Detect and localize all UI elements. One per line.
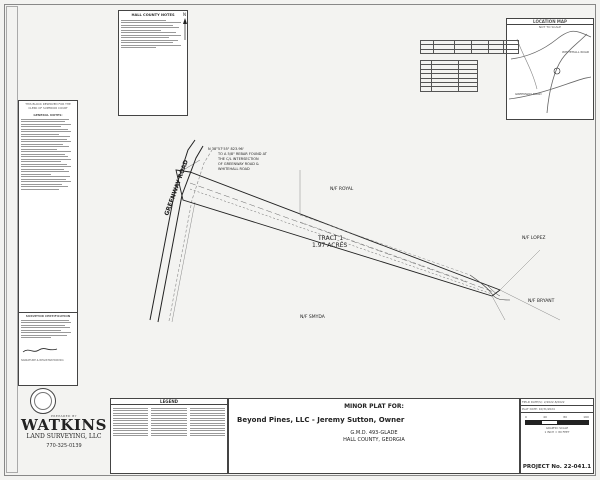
company-subtitle: LAND SURVEYING, LLC xyxy=(26,433,102,440)
company-name: WATKINS xyxy=(21,416,107,434)
graphic-scale-label: GRAPHIC SCALE xyxy=(545,426,569,430)
title-gmd: G.M.D. 493-GLADE xyxy=(350,430,398,436)
clerk-reserved-note: THIS BLOCK RESERVED FOR THE CLERK OF SUP… xyxy=(25,102,71,110)
title-block: MINOR PLAT FOR: Beyond Pines, LLC - Jere… xyxy=(228,398,520,474)
surveyor-cert-title: SURVEYOR CERTIFICATION xyxy=(25,314,71,318)
prepared-by-label: PREPARED BY xyxy=(51,414,77,418)
owner-royal: N/F ROYAL xyxy=(330,186,354,192)
bearing-note-5: WHITEHALL ROAD xyxy=(218,167,250,171)
hall-county-notes-title: HALL COUNTY NOTES xyxy=(131,13,175,17)
bearing-note-4: OF GREENWAY ROAD & xyxy=(218,162,259,166)
surveyor-seal xyxy=(30,388,56,414)
graphic-scale-bar xyxy=(525,420,589,425)
title-header: MINOR PLAT FOR: xyxy=(344,403,404,410)
surveyor-signature xyxy=(22,347,58,352)
surveyor-signature-label: SIGNATURE & REGISTRATION NO. xyxy=(21,358,65,362)
general-notes-block: THIS BLOCK RESERVED FOR THE CLERK OF SUP… xyxy=(18,100,78,314)
svg-text:N: N xyxy=(183,12,186,17)
legend-block: LEGEND xyxy=(110,398,228,474)
surveyor-certification-block: SURVEYOR CERTIFICATION SIGNATURE & REGIS… xyxy=(18,312,78,386)
title-owner: Beyond Pines, LLC - Jeremy Sutton, Owner xyxy=(237,416,405,424)
company-phone: 770-325-0139 xyxy=(46,443,82,449)
scale-tick-3: 160 xyxy=(583,415,589,419)
tract-label: TRACT 1 xyxy=(317,235,343,242)
plat-date: PLAT DATE: 10/31/2024 xyxy=(521,406,593,413)
map-road-1-label: WHITEHALL ROAD xyxy=(562,50,590,54)
bearing-note-3: THE C/L INTERSECTION xyxy=(217,157,259,161)
map-road-2-label: GREENWAY ROAD xyxy=(515,92,542,96)
bearing-note-1: N 38°57'55" 823.96' xyxy=(208,147,244,151)
line-table-2 xyxy=(420,59,478,92)
bearing-note-2: TO A 5/8" REBAR FOUND AT xyxy=(217,152,268,156)
hall-county-notes: HALL COUNTY NOTES xyxy=(118,10,188,116)
company-block: PREPARED BY WATKINS LAND SURVEYING, LLC … xyxy=(18,414,110,470)
title-county: HALL COUNTY, GEORGIA xyxy=(343,436,405,443)
legend-title: LEGEND xyxy=(111,399,227,405)
scale-block: FIELD DATE(S): 2/2022-8/2022 PLAT DATE: … xyxy=(520,398,594,474)
scale-tick-2: 80 xyxy=(563,415,568,419)
location-map-title: LOCATION MAP xyxy=(507,19,593,25)
location-map: LOCATION MAP NOT TO SCALE WHITEHALL ROAD… xyxy=(506,18,594,120)
field-date: FIELD DATE(S): 2/2022-8/2022 xyxy=(521,399,593,406)
left-margin-strip xyxy=(6,6,18,473)
owner-lopez: N/F LOPEZ xyxy=(522,235,545,241)
tract-area: 1.97 ACRES xyxy=(312,242,347,249)
scale-text: 1 INCH = 80 FEET xyxy=(544,430,570,434)
location-map-subtitle: NOT TO SCALE xyxy=(538,25,562,29)
owner-bryant: N/F BRYANT xyxy=(528,298,555,304)
project-number: PROJECT No. 22-041.1 xyxy=(522,464,592,470)
general-notes-title: GENERAL NOTES: xyxy=(33,113,63,117)
scale-tick-labels: 0 40 80 160 xyxy=(521,413,593,419)
line-table-1 xyxy=(420,39,519,55)
scale-tick-0: 0 xyxy=(525,415,527,419)
scale-tick-1: 40 xyxy=(543,415,547,419)
location-map-drawing: WHITEHALL ROAD GREENWAY ROAD xyxy=(508,30,592,114)
road-name-label: GREENWAY ROAD xyxy=(163,159,190,217)
sheet-border xyxy=(4,4,596,476)
owner-smyda: N/F SMYDA xyxy=(300,314,326,320)
